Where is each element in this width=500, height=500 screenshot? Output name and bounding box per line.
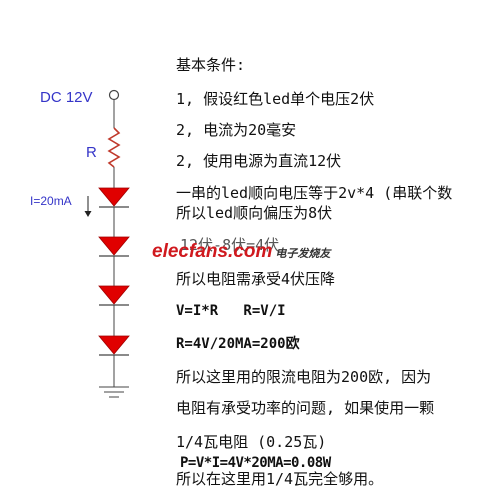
note-line: 1/4瓦电阻 (0.25瓦) — [176, 433, 327, 451]
note-line: 电阻有承受功率的问题, 如果使用一颗 — [176, 399, 435, 417]
watermark-brand: elecfans.com — [152, 241, 273, 262]
note-line: 1, 假设红色led单个电压2伏 — [176, 90, 375, 108]
note-line: 2, 电流为20毫安 — [176, 121, 297, 139]
current-label: I=20mA — [30, 194, 72, 208]
note-line: 所以电阻需承受4伏压降 — [176, 270, 336, 288]
note-line: 所以在这里用1/4瓦完全够用。 — [176, 470, 384, 488]
note-line: 所以这里用的限流电阻为200欧, 因为 — [176, 368, 432, 386]
ground-symbol — [99, 386, 129, 398]
note-line: 所以led顺向偏压为8伏 — [176, 204, 333, 222]
supply-terminal — [108, 89, 120, 101]
note-line: 一串的led顺向电压等于2v*4 (串联个数 — [176, 184, 453, 202]
led-1 — [98, 187, 130, 207]
led-4 — [98, 335, 130, 355]
note-line: P=V*I=4V*20MA=0.08W — [180, 455, 331, 471]
resistor — [107, 127, 121, 168]
resistor-label: R — [86, 144, 97, 161]
watermark-subtitle: 电子发烧友 — [275, 248, 331, 260]
led-3 — [98, 285, 130, 305]
supply-label: DC 12V — [40, 89, 93, 106]
note-line: 12伏-8伏=4伏 — [180, 236, 280, 254]
note-line: 2, 使用电源为直流12伏 — [176, 152, 342, 170]
note-line: R=4V/20MA=200欧 — [176, 336, 300, 352]
note-line: V=I*R R=V/I — [176, 303, 286, 319]
notes-heading: 基本条件: — [176, 56, 246, 74]
led-2 — [98, 236, 130, 256]
current-arrow — [84, 196, 92, 217]
